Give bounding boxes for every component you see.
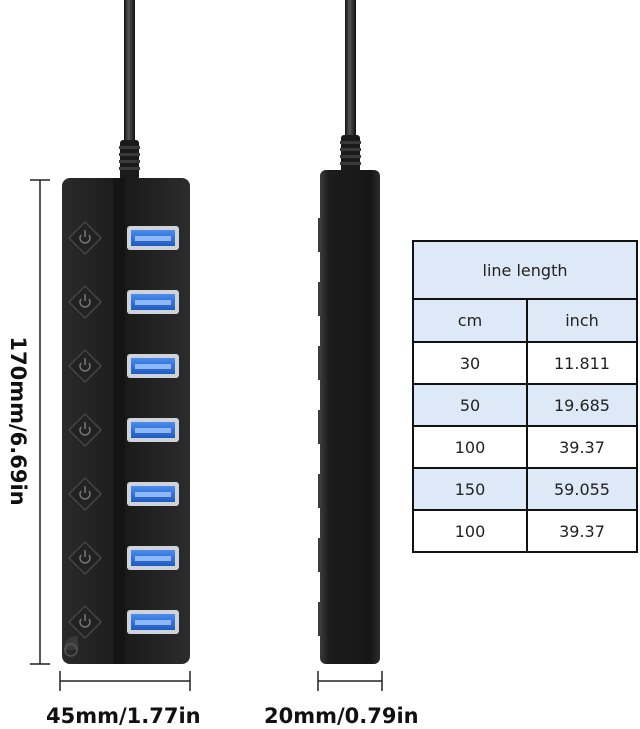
cell-cm: 50 [412,383,528,427]
usb-port-icon [127,546,179,570]
height-dimension-line [30,179,50,665]
side-switch-notch [318,602,322,636]
power-icon [79,486,91,500]
table-row: 50 19.685 [412,383,638,427]
lanyard-hole [64,636,78,650]
side-switch-notch [318,410,322,444]
power-switch[interactable] [67,220,103,256]
power-icon [79,550,91,564]
cell-inch: 39.37 [526,425,638,469]
table-row: 150 59.055 [412,467,638,511]
usb-port-icon [127,290,179,314]
width-dimension-label: 45mm/1.77in [46,704,201,728]
cell-inch: 39.37 [526,509,638,553]
table-row: 100 39.37 [412,509,638,553]
column-header-inch: inch [526,298,638,343]
power-icon [79,614,91,628]
side-switch-notch [318,218,322,252]
power-icon [79,294,91,308]
power-switch[interactable] [67,348,103,384]
width-dimension-line [59,671,191,691]
side-switch-notch [318,474,322,508]
cell-cm: 100 [412,425,528,469]
hub-side-view [318,0,380,664]
power-icon [79,358,91,372]
power-switch[interactable] [67,540,103,576]
cable-strain-relief [119,140,140,180]
usb-port-icon [127,610,179,634]
power-switch[interactable] [67,412,103,448]
column-header-cm: cm [412,298,528,343]
depth-dimension-label: 20mm/0.79in [264,704,419,728]
cell-inch: 19.685 [526,383,638,427]
cell-cm: 30 [412,341,528,385]
power-switch[interactable] [67,284,103,320]
height-dimension-label: 170mm/6.69in [6,336,30,506]
cable-length-table: line length cm inch 30 11.811 50 19.685 … [412,240,638,553]
table-title: line length [412,240,638,300]
power-icon [79,422,91,436]
side-switch-notch [318,282,322,316]
usb-port-icon [127,226,179,250]
usb-port-icon [127,482,179,506]
depth-dimension-line [317,671,383,691]
side-cable [345,0,356,140]
table-row: 30 11.811 [412,341,638,385]
power-switch[interactable] [67,604,103,640]
side-body [320,170,380,664]
side-switch-notch [318,346,322,380]
cell-inch: 59.055 [526,467,638,511]
cell-inch: 11.811 [526,341,638,385]
power-switch[interactable] [67,476,103,512]
side-strain-relief [340,135,361,175]
cell-cm: 100 [412,509,528,553]
hub-front-view [62,0,190,664]
power-icon [79,230,91,244]
usb-port-icon [127,354,179,378]
cell-cm: 150 [412,467,528,511]
side-switch-notch [318,538,322,572]
usb-port-icon [127,418,179,442]
table-row: 100 39.37 [412,425,638,469]
usb-cable [124,0,135,145]
